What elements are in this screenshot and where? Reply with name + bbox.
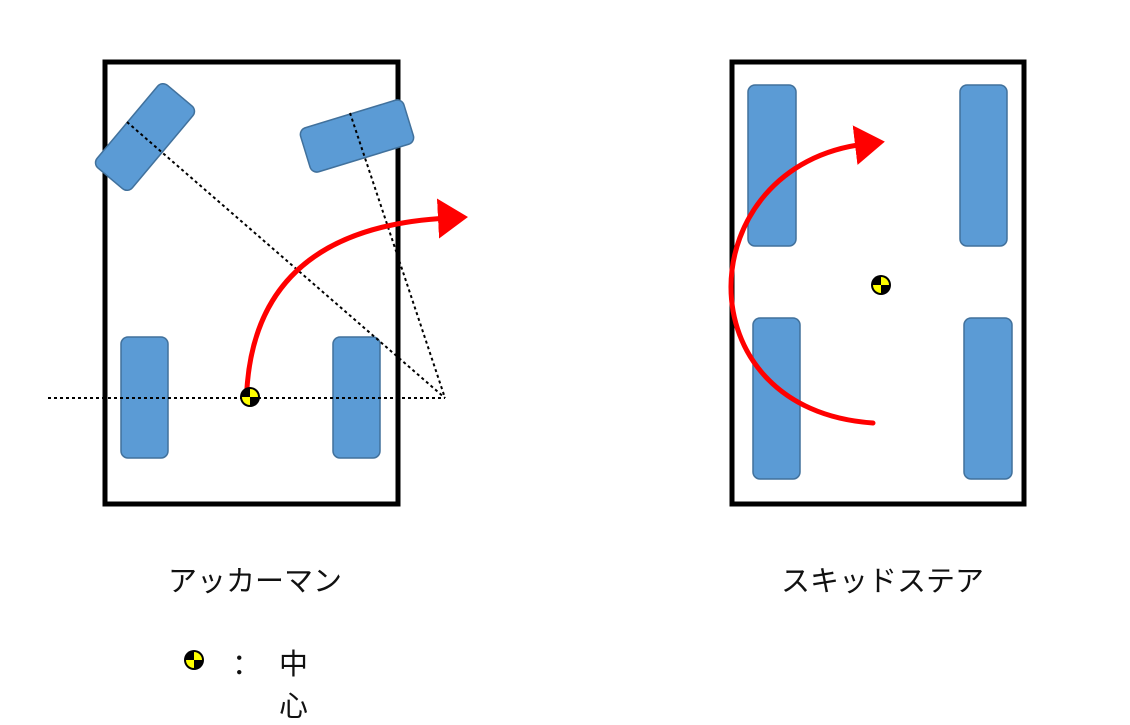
legend-separator: ： [232, 647, 262, 681]
skid-front-right-wheel [959, 84, 1008, 247]
ackermann-vehicle [48, 59, 468, 507]
skid-front-left-wheel [747, 84, 797, 247]
front-right-wheel-axis-line [349, 112, 446, 399]
legend-label: 中心 [279, 647, 309, 723]
ackermann-body-outline [102, 59, 401, 507]
front-left-wheel-axis-line [126, 121, 446, 399]
ackermann-caption: アッカーマン [168, 564, 343, 598]
center-marker-legend-icon [184, 650, 204, 670]
skid-rear-left-wheel [752, 317, 801, 480]
ackermann-center-marker-icon [240, 387, 260, 407]
skid-turning-path-arrow [728, 125, 885, 426]
ackermann-front-left-wheel [94, 82, 196, 192]
ackermann-turning-path-arrow [244, 198, 468, 391]
skid-rear-right-wheel [963, 317, 1013, 480]
skid-center-marker-icon [871, 275, 891, 295]
skid-steer-vehicle [728, 59, 1027, 507]
skid-steer-caption: スキッドステア [781, 564, 985, 598]
